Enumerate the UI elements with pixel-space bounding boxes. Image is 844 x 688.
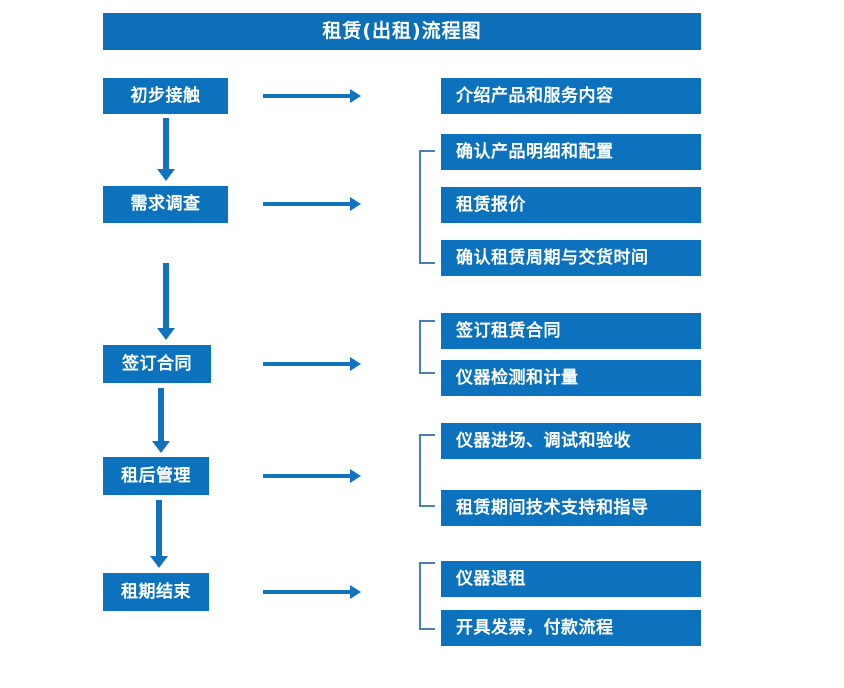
arrow-head [350,585,361,599]
detail-label-10: 开具发票，付款流程 [456,617,614,638]
stage-label-4: 租后管理 [121,465,191,486]
detail-label-1: 介绍产品和服务内容 [456,85,614,106]
detail-label-3: 租赁报价 [456,194,526,215]
arrow-shaft [163,118,169,169]
stage-box-3[interactable]: 签订合同 [103,345,211,383]
detail-label-7: 仪器进场、调试和验收 [456,430,631,451]
stage-box-2[interactable]: 需求调查 [103,186,228,223]
detail-box-9[interactable]: 仪器退租 [441,561,701,597]
arrow-head [157,328,175,340]
group-bracket-2 [419,150,435,264]
detail-box-10[interactable]: 开具发票，付款流程 [441,610,701,646]
group-bracket-3 [419,320,435,374]
detail-label-5: 签订租赁合同 [456,320,561,341]
detail-label-9: 仪器退租 [456,568,526,589]
detail-arrow-4 [263,469,361,483]
detail-label-2: 确认产品明细和配置 [456,141,614,162]
detail-label-6: 仪器检测和计量 [456,367,579,388]
detail-box-7[interactable]: 仪器进场、调试和验收 [441,423,701,459]
detail-label-4: 确认租赁周期与交货时间 [456,247,649,268]
arrow-shaft [263,474,351,478]
detail-label-8: 租赁期间技术支持和指导 [456,497,649,518]
stage-box-4[interactable]: 租后管理 [103,457,209,495]
stage-label-2: 需求调查 [130,194,201,214]
arrow-shaft [263,590,351,594]
detail-box-1[interactable]: 介绍产品和服务内容 [441,78,701,114]
detail-arrow-5 [263,585,361,599]
group-bracket-4 [419,434,435,507]
diagram-title-bar: 租赁(出租)流程图 [103,13,701,50]
arrow-shaft [156,500,162,556]
stage-label-5: 租期结束 [121,581,191,602]
stage-label-3: 签订合同 [122,353,192,374]
stage-flow-arrow-4-5 [150,500,168,568]
detail-box-8[interactable]: 租赁期间技术支持和指导 [441,490,701,526]
stage-flow-arrow-2-3 [157,263,175,340]
stage-box-5[interactable]: 租期结束 [103,573,209,611]
detail-box-4[interactable]: 确认租赁周期与交货时间 [441,240,701,276]
arrow-head [350,89,361,103]
arrow-head [150,556,168,568]
detail-arrow-1 [263,89,361,103]
detail-arrow-3 [263,357,361,371]
detail-box-3[interactable]: 租赁报价 [441,187,701,223]
detail-box-6[interactable]: 仪器检测和计量 [441,360,701,396]
diagram-title: 租赁(出租)流程图 [322,20,482,42]
arrow-shaft [263,362,351,366]
arrow-shaft [263,202,351,206]
detail-box-2[interactable]: 确认产品明细和配置 [441,134,701,170]
arrow-head [350,197,361,211]
arrow-head [350,357,361,371]
arrow-head [350,469,361,483]
detail-box-5[interactable]: 签订租赁合同 [441,313,701,349]
stage-box-1[interactable]: 初步接触 [103,78,228,114]
stage-flow-arrow-3-4 [152,388,170,453]
detail-arrow-2 [263,197,361,211]
arrow-head [157,169,175,181]
stage-flow-arrow-1-2 [157,118,175,181]
arrow-head [152,441,170,453]
arrow-shaft [158,388,164,441]
group-bracket-5 [419,562,435,630]
arrow-shaft [163,263,169,328]
arrow-shaft [263,94,351,98]
stage-label-1: 初步接触 [130,85,201,106]
